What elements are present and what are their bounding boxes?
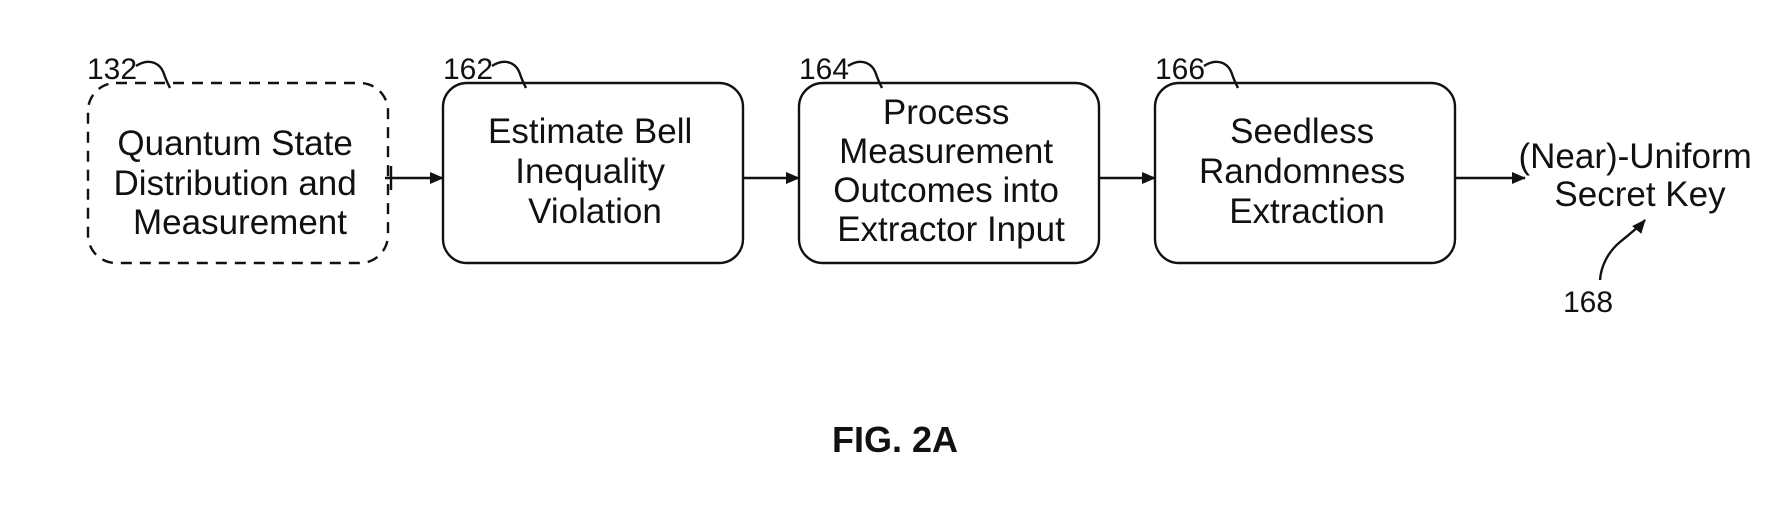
reference-numeral: 132 (87, 53, 137, 86)
leader-line (1600, 220, 1645, 280)
svg-text:Estimate Bell Inequality: Estimate Bell Inequality Violation (488, 112, 702, 231)
svg-text:Process Measurement: Process Measurement Outcomes into Extrac… (833, 93, 1068, 249)
reference-numeral: 168 (1563, 286, 1613, 319)
reference-numeral: 164 (799, 53, 849, 86)
reference-numeral: 162 (443, 53, 493, 86)
step-label-line: Measurement (133, 203, 347, 242)
step-label-line: Quantum State (117, 124, 352, 163)
step-label-line: Outcomes into (833, 171, 1059, 210)
output-label-line: (Near)-Uniform (1518, 137, 1751, 176)
reference-numeral: 166 (1155, 53, 1205, 86)
step-label-line: Randomness (1199, 152, 1405, 191)
svg-text:Seedless Randomness: Seedless Randomness Extraction (1199, 112, 1415, 231)
step-label-line: Extractor Input (837, 210, 1065, 249)
svg-text:(Near)-Uniform Secret Ke: (Near)-Uniform Secret Key (1518, 137, 1761, 214)
output-secret-key: (Near)-Uniform Secret Key 168 (1518, 137, 1761, 319)
step-label-line: Distribution and (114, 164, 357, 203)
step-label-line: Measurement (839, 132, 1053, 171)
step-label-line: Estimate Bell (488, 112, 692, 151)
step-label-line: Violation (528, 192, 662, 231)
step-label-line: Inequality (515, 152, 665, 191)
output-label-line: Secret Key (1554, 175, 1726, 214)
step-seedless-randomness-extraction: Seedless Randomness Extraction 166 (1155, 53, 1455, 263)
figure-caption: FIG. 2A (832, 419, 958, 460)
svg-text:Quantum State Distributi: Quantum State Distribution and Measureme… (114, 124, 367, 242)
step-process-measurement-outcomes: Process Measurement Outcomes into Extrac… (799, 53, 1099, 263)
step-estimate-bell-violation: Estimate Bell Inequality Violation 162 (443, 53, 743, 263)
step-label-line: Extraction (1229, 192, 1385, 231)
step-quantum-state-distribution: Quantum State Distribution and Measureme… (87, 53, 388, 263)
step-label-line: Seedless (1230, 112, 1374, 151)
step-label-line: Process (883, 93, 1009, 132)
